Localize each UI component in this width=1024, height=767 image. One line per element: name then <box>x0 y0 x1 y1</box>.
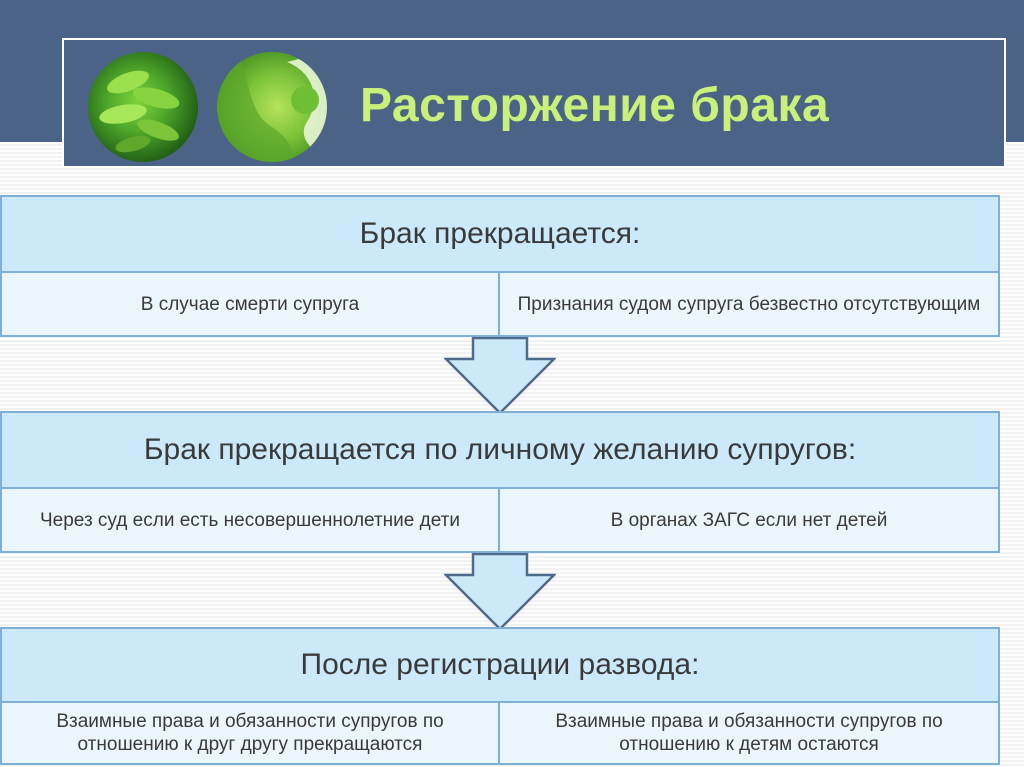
section-3-left-cell: Взаимные права и обязанности супругов по… <box>0 701 500 765</box>
leaf-photo-icon <box>88 52 198 162</box>
section-1-right-cell: Признания судом супруга безвестно отсутс… <box>498 271 1000 337</box>
down-arrow-icon <box>444 553 556 631</box>
section-2-right-cell: В органах ЗАГС если нет детей <box>498 487 1000 553</box>
section-2-left-cell: Через суд если есть несовершеннолетние д… <box>0 487 500 553</box>
section-1-heading: Брак прекращается: <box>0 195 1000 273</box>
page-title: Расторжение брака <box>360 79 830 132</box>
green-abstract-photo-icon <box>217 52 327 162</box>
section-3-right-cell: Взаимные права и обязанности супругов по… <box>498 701 1000 765</box>
section-3-heading: После регистрации развода: <box>0 627 1000 703</box>
section-1-left-cell: В случае смерти супруга <box>0 271 500 337</box>
down-arrow-icon <box>444 337 556 415</box>
section-2-heading: Брак прекращается по личному желанию суп… <box>0 411 1000 489</box>
